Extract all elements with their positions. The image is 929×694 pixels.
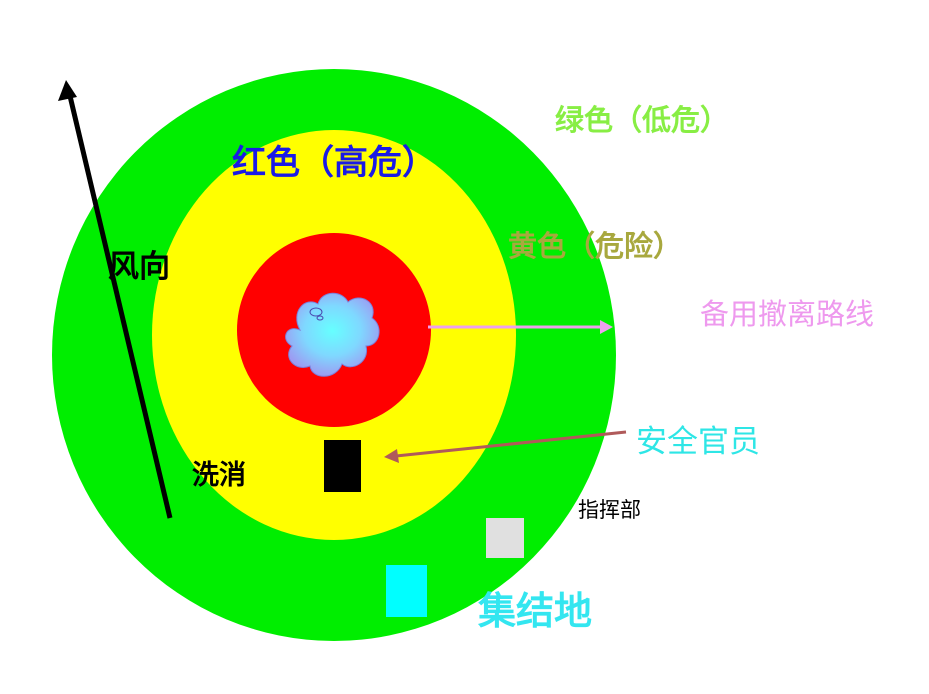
assembly-area-label: 集结地: [478, 589, 593, 633]
decontamination-label: 洗消: [192, 460, 246, 491]
hazard-cloud-icon: [285, 292, 380, 377]
red-zone-label: 红色（高危）: [232, 143, 436, 183]
command-post-label: 指挥部: [578, 498, 641, 522]
safety-officer-arrow: [384, 430, 627, 463]
decon-station-marker: [324, 440, 361, 492]
alternate-route-arrow: [428, 320, 613, 334]
safety-officer-label: 安全官员: [636, 424, 760, 460]
green-zone-label: 绿色（低危）: [555, 103, 730, 137]
wind-direction-label: 风向: [108, 249, 170, 285]
assembly-area-marker: [386, 565, 427, 617]
alternate-route-label: 备用撤离路线: [700, 297, 875, 331]
wind-direction-arrow: [58, 80, 173, 519]
command-post-marker: [486, 518, 524, 558]
yellow-zone-label: 黄色（危险）: [508, 229, 683, 263]
